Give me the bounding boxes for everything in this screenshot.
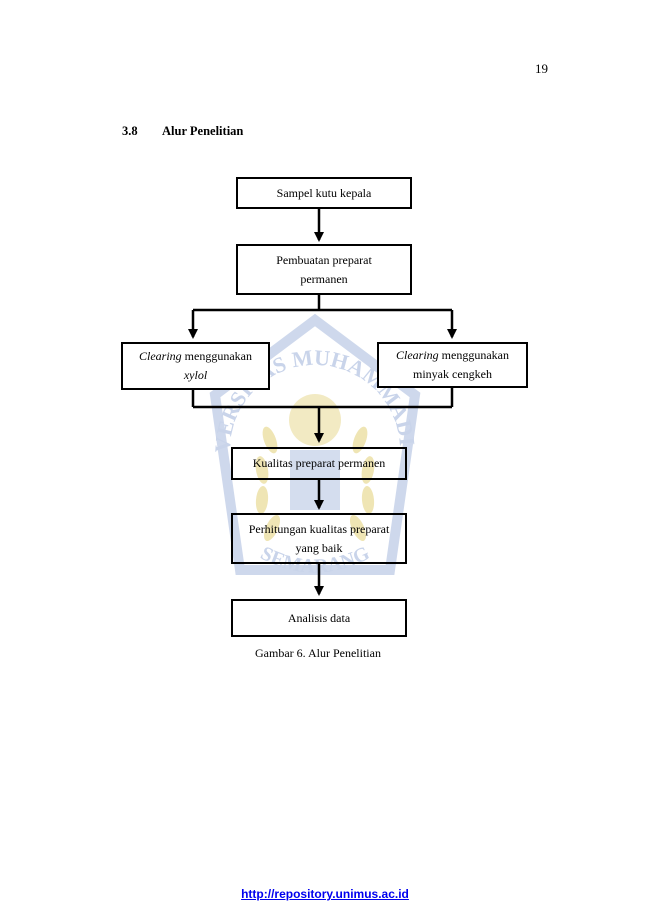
seal-wreath-right xyxy=(349,426,375,541)
flow-branch-cengkeh-line2: minyak cengkeh xyxy=(413,367,492,381)
section-heading: 3.8 Alur Penelitian xyxy=(122,124,243,139)
flow-branch-xylol: Clearing menggunakan xylol xyxy=(121,342,270,390)
page-number: 19 xyxy=(535,61,548,76)
seal-wreath-left xyxy=(255,426,281,541)
flow-branch-cengkeh-italic: Clearing xyxy=(396,348,439,363)
section-number: 3.8 xyxy=(122,124,138,138)
section-title: Alur Penelitian xyxy=(162,124,244,138)
flow-step-sampel-label: Sampel kutu kepala xyxy=(276,185,372,200)
flow-branch-cengkeh: Clearing menggunakan minyak cengkeh xyxy=(377,342,528,388)
flow-step-sampel: Sampel kutu kepala xyxy=(236,177,412,209)
repository-link[interactable]: http://repository.unimus.ac.id xyxy=(241,887,409,901)
flow-step-perhitungan: Perhitungan kualitas preparat yang baik xyxy=(231,513,407,564)
flow-step-pembuatan-label: Pembuatan preparat permanen xyxy=(276,252,372,286)
flow-step-kualitas: Kualitas preparat permanen xyxy=(231,447,407,480)
flow-branch-xylol-italic: Clearing xyxy=(139,349,182,364)
flow-branch-xylol-rest: menggunakan xyxy=(181,349,252,364)
flow-step-pembuatan: Pembuatan preparat permanen xyxy=(236,244,412,295)
flow-step-perhitungan-label: Perhitungan kualitas preparat yang baik xyxy=(248,521,390,555)
flow-step-analisis-label: Analisis data xyxy=(287,610,351,625)
flow-step-kualitas-label: Kualitas preparat permanen xyxy=(252,456,386,471)
flow-step-analisis: Analisis data xyxy=(231,599,407,637)
flow-branch-xylol-line2: xylol xyxy=(183,368,208,382)
figure-caption: Gambar 6. Alur Penelitian xyxy=(255,646,381,660)
flow-branch-cengkeh-rest: menggunakan xyxy=(438,348,509,363)
